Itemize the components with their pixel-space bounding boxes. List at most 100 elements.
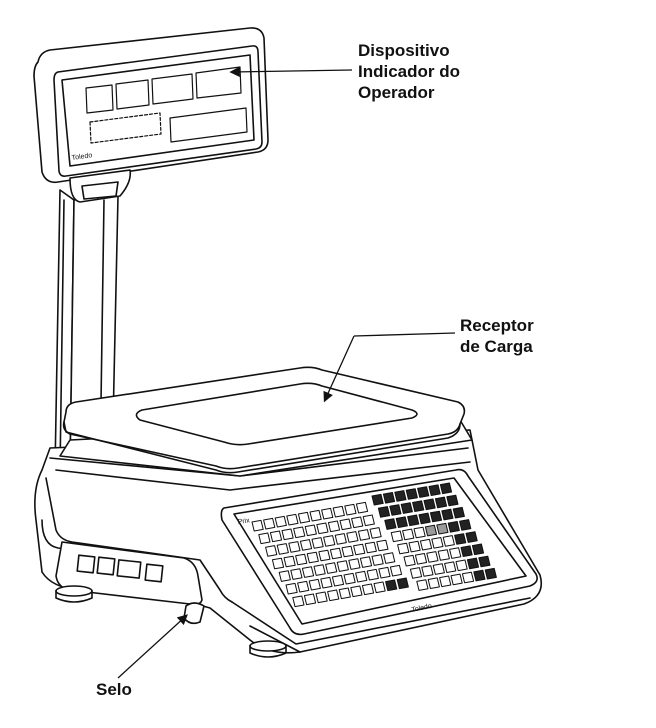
keypad-key (295, 553, 308, 566)
keypad-key (371, 554, 384, 566)
callout-operator-display: Dispositivo Indicador do Operador (358, 40, 460, 103)
keypad-key (327, 589, 340, 602)
keypad-key (383, 552, 396, 564)
foot-front (249, 640, 287, 658)
function-key (418, 512, 431, 525)
function-key (409, 567, 423, 579)
function-key (439, 575, 452, 588)
keypad-key (359, 556, 373, 568)
keypad-key (346, 531, 359, 543)
keypad-key (327, 520, 341, 533)
display-brand-text: Toledo (71, 152, 93, 162)
keypad-key (304, 524, 317, 537)
function-key (434, 496, 448, 509)
function-key (417, 486, 430, 498)
connector-panel (55, 541, 203, 606)
function-key (447, 521, 460, 533)
keypad-key (378, 566, 391, 579)
function-key (471, 543, 485, 556)
keypad-key (348, 558, 361, 570)
function-key (389, 504, 402, 516)
function-key (431, 537, 444, 549)
function-key (405, 488, 418, 500)
function-key (449, 547, 462, 559)
callout-load-receptor-line1: Receptor (460, 316, 534, 335)
keypad-key (258, 532, 271, 545)
keypad-key (332, 505, 345, 518)
display-window-row-top (85, 66, 242, 114)
keypad-key (303, 593, 317, 606)
keypad-key (331, 574, 345, 587)
keypad-key (315, 591, 328, 604)
keypad-key (376, 539, 389, 552)
keypad-key (321, 507, 334, 520)
leader-display (229, 66, 353, 78)
callout-load-receptor: Receptor de Carga (460, 315, 534, 357)
keyboard-model-text: Prix (237, 517, 250, 526)
keypad-key (323, 535, 336, 547)
leader-platter-diag (323, 335, 355, 403)
keypad-key (320, 576, 333, 589)
function-key (413, 526, 426, 539)
leader-seal (117, 614, 188, 679)
keypad-key (385, 579, 398, 592)
function-key (371, 493, 384, 506)
function-key (427, 577, 440, 589)
function-key (394, 490, 407, 502)
keypad-key (338, 587, 351, 600)
keypad-key (366, 568, 379, 581)
function-key (439, 482, 453, 495)
keypad-key (278, 570, 291, 582)
keypad-key (334, 533, 347, 545)
function-key (424, 524, 438, 537)
keypad-key (361, 583, 375, 596)
leader-platter (353, 332, 456, 337)
function-key (450, 573, 463, 586)
keypad-key (274, 515, 287, 528)
function-key (403, 554, 416, 567)
keypad-key (283, 555, 296, 568)
function-key (390, 530, 403, 543)
function-key (414, 553, 428, 565)
function-key (400, 502, 413, 514)
function-key (384, 518, 397, 530)
callout-operator-display-line2: Indicador do (358, 62, 460, 81)
alphanumeric-keypad (251, 501, 409, 608)
function-key (419, 538, 433, 551)
function-keypad (371, 482, 497, 591)
foot-left (55, 585, 93, 603)
keypad-key (311, 537, 324, 549)
function-key (408, 540, 421, 553)
function-key (442, 535, 455, 547)
keypad-key (353, 543, 366, 556)
function-key (460, 545, 473, 557)
function-key (461, 571, 475, 584)
keypad-key (396, 577, 409, 590)
function-key (428, 484, 441, 496)
display-window-row-bottom (89, 107, 248, 144)
keypad-key (364, 541, 377, 554)
function-key (412, 500, 425, 512)
function-key (478, 555, 491, 568)
keypad-key (344, 503, 357, 516)
keypad-key (369, 527, 382, 539)
keypad-key (288, 541, 301, 553)
keypad-key (336, 560, 349, 572)
keypad-key (325, 562, 338, 574)
keypad-key (341, 545, 354, 558)
function-key (459, 519, 472, 531)
callout-operator-display-line1: Dispositivo (358, 41, 450, 60)
keypad-key (265, 545, 278, 557)
function-key (382, 492, 396, 504)
keypad-key (269, 530, 283, 543)
keypad-key (285, 582, 298, 595)
function-key (429, 510, 443, 523)
keypad-key (350, 585, 363, 598)
keypad-key (373, 581, 386, 594)
keypad-key (292, 595, 305, 608)
function-key (473, 569, 486, 582)
function-key (423, 498, 436, 511)
operator-display-unit: Toledo (33, 27, 269, 203)
keypad-key (362, 514, 375, 527)
